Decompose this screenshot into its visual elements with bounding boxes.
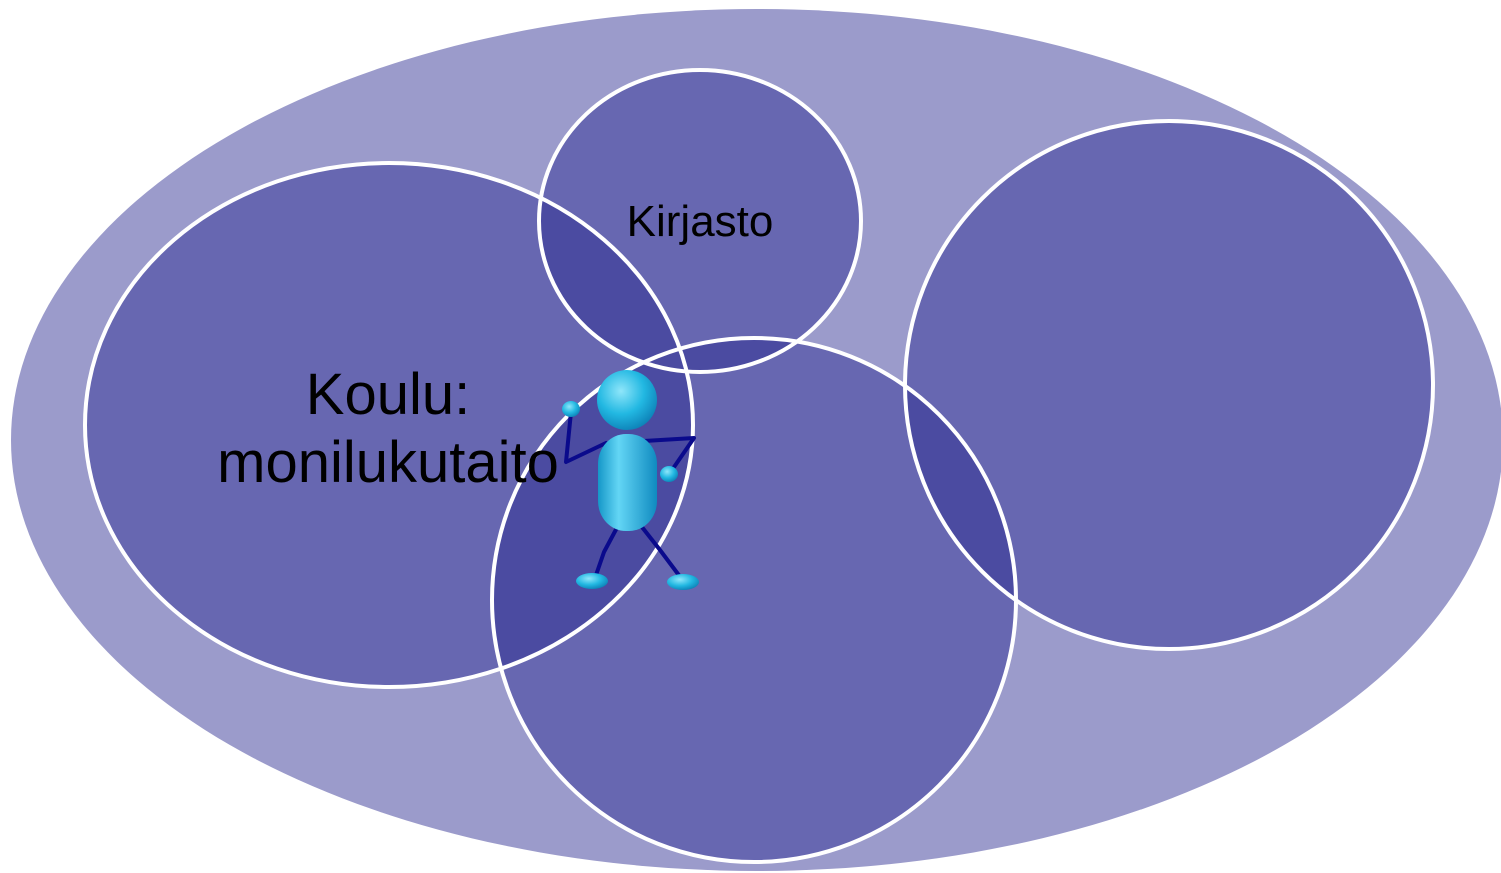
overlap-school-library bbox=[539, 163, 693, 372]
circle-right bbox=[905, 121, 1433, 649]
label-school-line1: Koulu: bbox=[306, 362, 470, 427]
circle-outlines bbox=[83, 68, 1435, 864]
label-school-line2: monilukutaito bbox=[217, 430, 559, 495]
label-library: Kirjasto bbox=[627, 197, 774, 246]
stick-figure-icon bbox=[562, 370, 699, 590]
